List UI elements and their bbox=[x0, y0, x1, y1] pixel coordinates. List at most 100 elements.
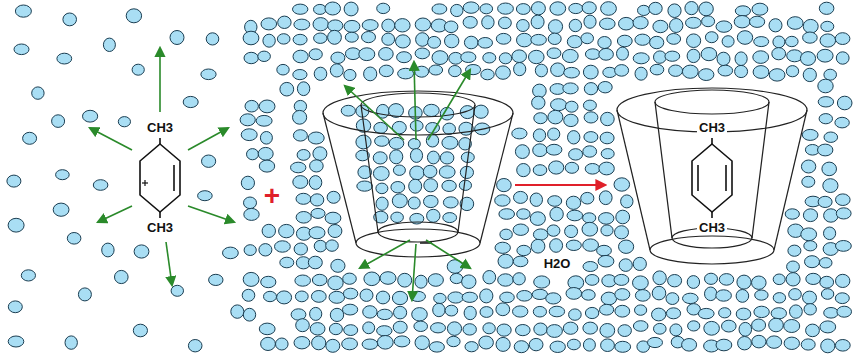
water-molecule bbox=[363, 306, 377, 318]
water-molecule bbox=[773, 293, 785, 303]
drawing-part bbox=[188, 128, 228, 150]
water-molecule bbox=[394, 336, 410, 347]
water-molecule bbox=[583, 146, 597, 157]
drawing-part bbox=[655, 102, 672, 238]
water-molecule bbox=[836, 274, 850, 287]
water-molecule bbox=[551, 63, 565, 77]
water-molecule bbox=[314, 240, 326, 252]
water-molecule bbox=[802, 129, 818, 140]
water-molecule bbox=[373, 152, 387, 164]
water-molecule bbox=[459, 180, 471, 190]
water-molecule bbox=[445, 34, 459, 48]
water-molecule bbox=[699, 69, 714, 81]
water-molecule bbox=[496, 337, 510, 351]
water-molecule bbox=[820, 276, 834, 288]
water-molecule bbox=[533, 306, 546, 317]
water-molecule bbox=[650, 64, 664, 75]
xylene-molecule bbox=[692, 138, 732, 218]
water-molecule bbox=[821, 339, 835, 353]
water-molecule bbox=[648, 337, 663, 347]
water-molecule bbox=[617, 47, 629, 60]
water-molecule bbox=[341, 105, 355, 116]
water-molecule bbox=[206, 33, 219, 45]
water-molecule bbox=[495, 195, 510, 206]
water-molecule bbox=[817, 49, 833, 62]
water-molecule bbox=[739, 322, 752, 336]
drawing-part bbox=[361, 105, 378, 232]
water-molecule bbox=[374, 122, 388, 133]
water-molecule bbox=[599, 213, 614, 225]
water-molecule bbox=[480, 307, 493, 318]
water-molecule bbox=[439, 166, 455, 178]
drawing-part bbox=[360, 240, 410, 268]
water-molecule bbox=[800, 52, 815, 66]
water-molecule bbox=[767, 336, 782, 348]
water-molecule bbox=[432, 51, 448, 65]
water-molecule bbox=[585, 49, 600, 60]
water-molecule bbox=[615, 289, 630, 301]
water-molecule bbox=[769, 69, 785, 81]
water-molecule bbox=[263, 34, 275, 47]
water-molecule bbox=[517, 209, 530, 219]
water-molecule bbox=[464, 306, 476, 319]
water-molecule bbox=[514, 341, 528, 353]
water-molecule bbox=[344, 69, 356, 80]
water-molecule bbox=[583, 262, 598, 272]
cone-fill bbox=[617, 88, 807, 264]
water-molecule bbox=[309, 49, 322, 60]
water-molecule bbox=[379, 65, 393, 77]
water-molecule bbox=[308, 132, 324, 144]
water-molecule bbox=[569, 19, 581, 31]
water-molecule bbox=[363, 322, 375, 334]
reaction-arrow bbox=[515, 184, 605, 186]
water-molecule bbox=[344, 325, 358, 336]
water-molecule bbox=[549, 161, 564, 174]
water-molecule bbox=[442, 136, 458, 149]
water-molecule bbox=[771, 308, 786, 319]
water-molecule bbox=[599, 191, 612, 205]
water-molecule bbox=[103, 38, 115, 51]
water-molecule bbox=[802, 176, 815, 187]
water-molecule bbox=[392, 291, 407, 304]
water-molecule bbox=[393, 165, 405, 175]
water-molecule bbox=[428, 36, 441, 48]
water-molecule bbox=[517, 164, 530, 177]
water-molecule bbox=[705, 273, 718, 284]
drawing-part bbox=[188, 206, 234, 222]
water-molecule bbox=[615, 305, 630, 317]
water-molecule bbox=[328, 225, 342, 238]
release-arrow bbox=[90, 48, 470, 300]
water-molecule bbox=[716, 339, 732, 351]
water-molecule bbox=[293, 4, 308, 14]
water-molecule bbox=[364, 272, 380, 286]
water-molecule bbox=[410, 121, 423, 132]
water-molecule bbox=[598, 82, 612, 93]
water-molecule bbox=[326, 339, 340, 352]
water-molecule bbox=[821, 21, 834, 31]
water-molecule bbox=[244, 52, 258, 63]
water-molecule bbox=[531, 15, 544, 29]
water-molecule bbox=[569, 3, 583, 13]
water-molecule bbox=[443, 197, 458, 208]
water-molecule bbox=[805, 256, 820, 268]
water-molecule bbox=[788, 245, 801, 256]
water-molecule bbox=[513, 273, 525, 285]
water-molecule bbox=[567, 210, 583, 221]
water-molecule bbox=[600, 324, 615, 338]
water-molecule bbox=[824, 308, 839, 319]
water-molecule bbox=[599, 162, 614, 175]
water-molecule bbox=[564, 114, 578, 126]
water-molecule bbox=[382, 19, 395, 32]
water-molecule bbox=[835, 293, 849, 304]
water-molecule bbox=[546, 144, 562, 155]
water-molecule bbox=[499, 209, 515, 220]
water-molecule bbox=[615, 65, 629, 77]
water-molecule bbox=[772, 48, 786, 60]
water-molecule bbox=[786, 273, 800, 286]
water-molecule bbox=[719, 308, 731, 318]
water-molecule bbox=[735, 6, 750, 16]
water-molecule bbox=[836, 52, 849, 64]
methyl-label: CH3 bbox=[697, 221, 727, 235]
water-molecule bbox=[601, 225, 613, 236]
